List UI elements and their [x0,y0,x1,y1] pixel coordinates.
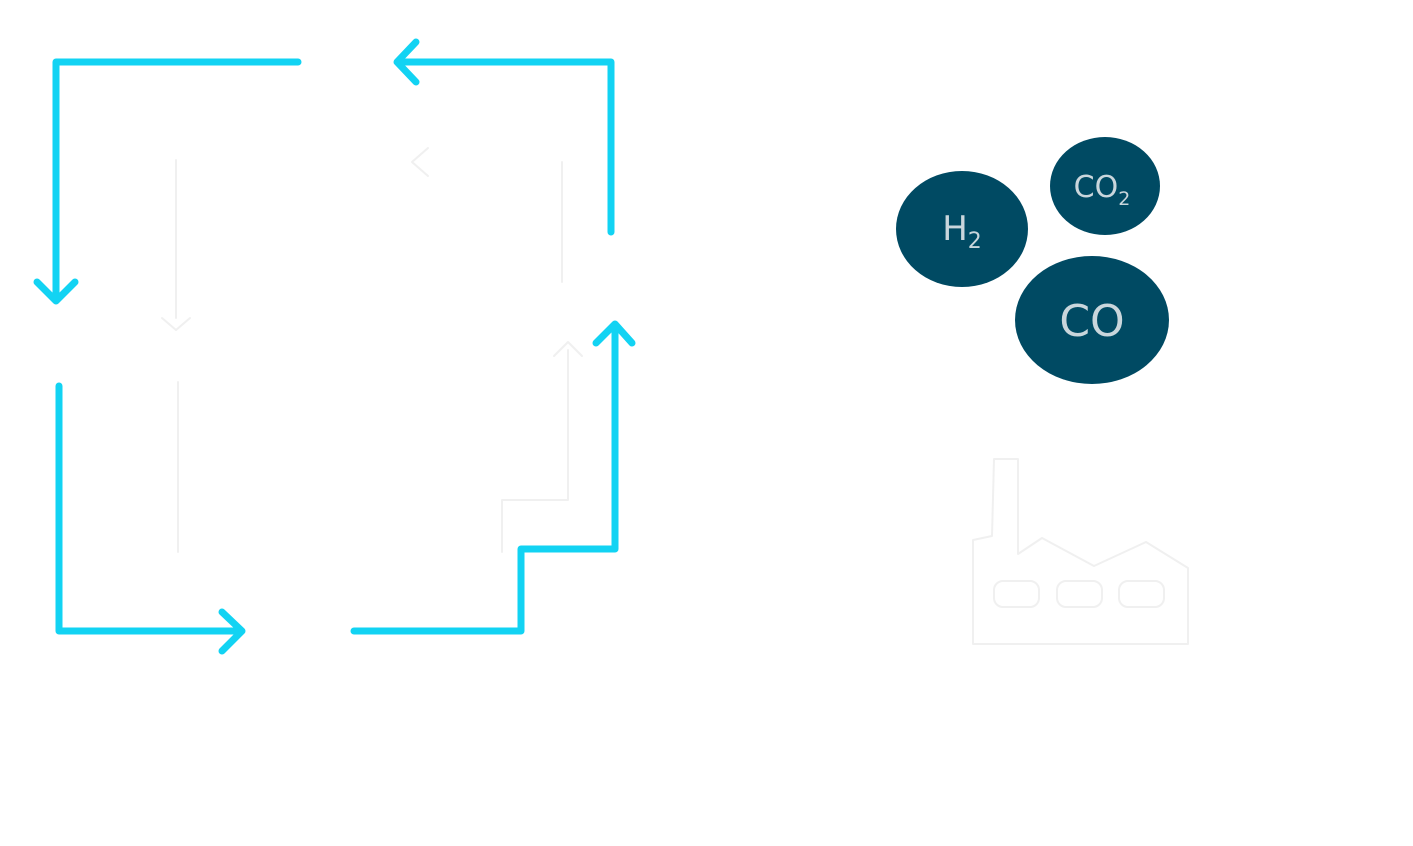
gas-bubble-h2: H2 [896,171,1028,287]
arrow-top-right-left [394,58,615,236]
faint-line-right-step-head [553,341,583,357]
gas-bubble-co-shape [1015,256,1169,384]
gas-label-co: CO [1059,296,1124,347]
faint-line-right-step [501,349,569,553]
gas-label-co2-base: CO [1074,170,1119,205]
gas-label-h2-subscript: 2 [968,229,982,254]
gas-label-h2: H2 [942,209,982,254]
gas-label-h2-base: H [942,209,968,249]
arrow-bottom-right-head [592,320,636,347]
arrow-bottom-left-head [218,608,246,655]
arrow-top-left-down [52,58,302,304]
arrow-bottom-left-right [55,382,245,635]
gas-bubble-co2: CO2 [1050,137,1160,235]
gas-label-co2-subscript: 2 [1118,188,1130,210]
faint-line-top-head [411,147,429,177]
factory-icon [972,458,1189,645]
arrow-top-left-head [33,278,79,305]
gas-label-co2: CO2 [1074,170,1131,210]
gas-label-co-base: CO [1059,296,1124,347]
gas-bubble-co2-shape [1050,137,1160,235]
arrow-bottom-right-up [350,322,619,635]
factory-icon-body [972,458,1189,645]
gas-bubble-h2-shape [896,171,1028,287]
gas-bubbles: H2 CO2 CO [896,137,1169,384]
faint-line-left-upper-head [161,317,191,331]
cycle-arrows [33,38,636,655]
factory-window-2 [1056,580,1103,608]
gas-bubble-co: CO [1015,256,1169,384]
factory-window-1 [993,580,1040,608]
factory-window-3 [1118,580,1165,608]
inner-faint-lines [161,147,583,553]
arrow-top-right-head [393,38,420,86]
